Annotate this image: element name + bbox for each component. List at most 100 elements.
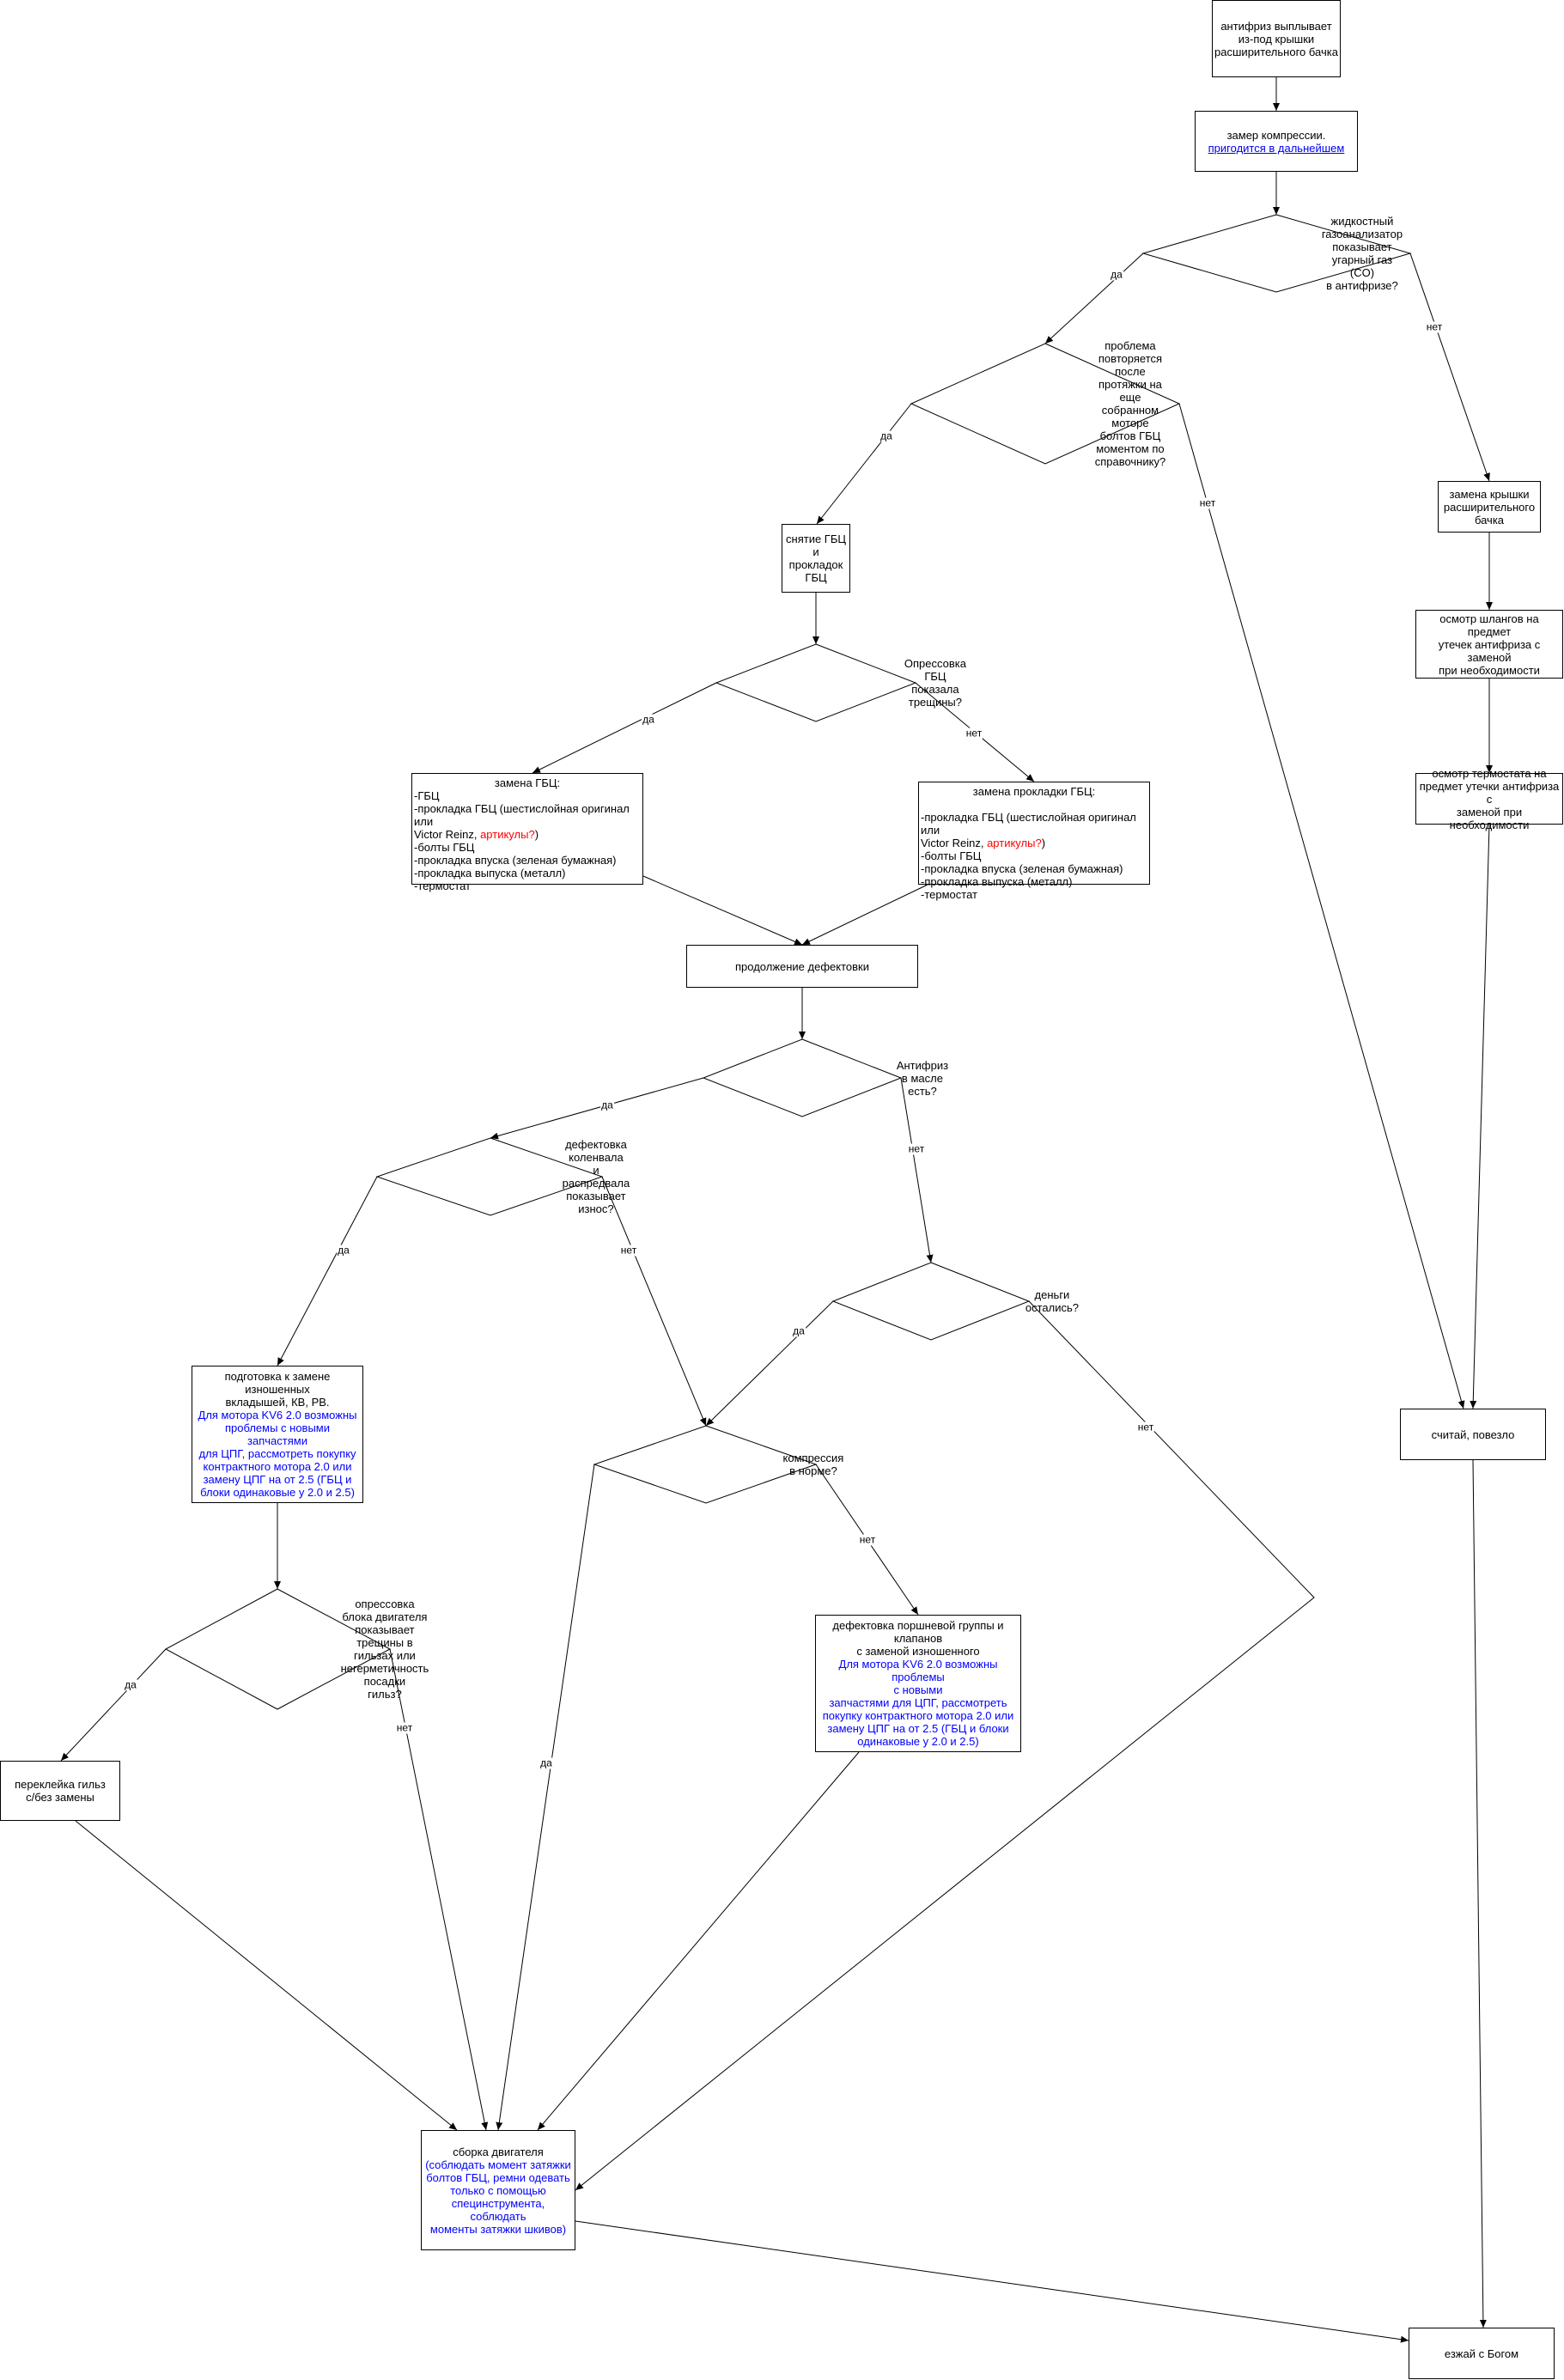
node-engine-assembly: сборка двигателя (соблюдать момент затяж…	[421, 2130, 575, 2250]
edge-d2-n6	[816, 403, 912, 525]
node-piston-inspection: дефектовка поршневой группы и клапанов с…	[815, 1615, 1021, 1752]
edge-d1-d2	[1044, 253, 1144, 344]
edge-label-d8-no: нет	[395, 1721, 414, 1734]
node-compression-test: замер компрессии. пригодится в дальнейше…	[1195, 111, 1358, 172]
node-antifreeze-leak-text: антифриз выплывает из-под крышки расшири…	[1214, 19, 1338, 58]
node-inspect-hoses-text: осмотр шлангов на предмет утечек антифри…	[1438, 612, 1541, 677]
edge-label-d3-yes: да	[642, 713, 655, 726]
node-compression-test-link[interactable]: пригодится в дальнейшем	[1208, 141, 1345, 155]
node-replace-gasket-line: -термостат	[921, 888, 977, 901]
edge-label-d1-no: нет	[1425, 320, 1444, 333]
decision-head-cracks-text: Опрессовка ГБЦ показала трещины?	[904, 657, 966, 709]
node-remove-head-text: снятие ГБЦ и прокладок ГБЦ	[786, 533, 846, 584]
edge-label-d5-no: нет	[619, 1244, 638, 1257]
edge-label-d5-yes: да	[337, 1244, 350, 1257]
node-replace-head-bracket: )	[534, 828, 539, 841]
edge-label-d1-yes: да	[1110, 268, 1123, 281]
decision-block-pressure-test-text: опрессовка блока двигателя показывает тр…	[340, 1598, 429, 1701]
node-replace-tank-cap-text: замена крышки расширительного бачка	[1443, 487, 1536, 527]
node-replace-gasket-bracket: )	[1041, 837, 1046, 849]
edge-n8-n9	[801, 884, 928, 946]
diamond-d3-shape	[715, 643, 917, 722]
node-replace-head-part-numbers: артикулы?	[480, 828, 535, 841]
node-antifreeze-leak: антифриз выплывает из-под крышки расшири…	[1212, 0, 1341, 77]
diamond-d2-shape	[910, 343, 1181, 465]
edge-d6-n14	[575, 1300, 1315, 2191]
decision-antifreeze-in-oil-text: Антифриз в масле есть?	[896, 1058, 949, 1098]
edge-d4-d5	[490, 1077, 704, 1140]
diamond-d7-shape	[593, 1425, 818, 1504]
decision-money-left-text: деньги остались?	[1025, 1288, 1079, 1314]
diamond-d8-shape	[164, 1588, 392, 1710]
node-piston-inspection-note: Для мотора KV6 2.0 возможны проблемы с н…	[822, 1658, 1014, 1748]
edge-n12-n14	[537, 1751, 860, 2131]
edge-label-d2-no: нет	[1198, 496, 1217, 509]
node-replace-head-line: -термостат	[414, 880, 471, 892]
node-replace-head-line: -ГБЦ	[414, 789, 440, 802]
decision-block-pressure-test: опрессовка блока двигателя показывает тр…	[166, 1589, 604, 1709]
node-replace-tank-cap: замена крышки расширительного бачка	[1438, 481, 1541, 533]
decision-co-in-antifreeze: жидкостный газоанализатор показывает уга…	[1143, 215, 1564, 292]
edge-d5-n10	[277, 1176, 378, 1367]
node-inspect-hoses: осмотр шлангов на предмет утечек антифри…	[1415, 610, 1563, 679]
node-piston-inspection-text: дефектовка поршневой группы и клапанов с…	[832, 1619, 1004, 1658]
edge-d6-d7	[705, 1300, 834, 1427]
edge-label-d7-no: нет	[858, 1533, 877, 1546]
edge-d3-n7	[532, 682, 717, 774]
node-drive-with-god-text: езжай с Богом	[1444, 2347, 1519, 2360]
node-prepare-bearings-note: Для мотора KV6 2.0 возможны проблемы с н…	[198, 1409, 357, 1499]
node-engine-assembly-text: сборка двигателя	[453, 2145, 544, 2158]
edge-n7-n9	[642, 875, 803, 946]
node-replace-head-line: Victor Reinz, артикулы?)	[414, 828, 539, 841]
node-replace-head-title: замена ГБЦ:	[494, 776, 561, 789]
node-remove-head: снятие ГБЦ и прокладок ГБЦ	[782, 524, 850, 593]
edge-n5-n11	[1470, 824, 1490, 1409]
edge-d2-n11	[1178, 403, 1465, 1409]
node-inspect-thermostat-text: осмотр термостата на предмет утечки анти…	[1419, 766, 1560, 831]
node-lucky-text: считай, повезло	[1431, 1427, 1515, 1441]
decision-crank-cam-wear: дефектовка коленвала и распредвала показ…	[377, 1138, 815, 1215]
edge-label-d6-yes: да	[792, 1324, 806, 1337]
decision-compression-ok-text: компрессия в норме?	[782, 1452, 844, 1477]
node-replace-head: замена ГБЦ: -ГБЦ -прокладка ГБЦ (шестисл…	[411, 773, 643, 892]
node-replace-gasket-title: замена прокладки ГБЦ:	[972, 785, 1096, 798]
node-prepare-bearings-text: подготовка к замене изношенных вкладышей…	[224, 1370, 331, 1409]
node-replace-gasket-line: Victor Reinz, артикулы?)	[921, 837, 1045, 849]
node-replace-gasket-line: -болты ГБЦ	[921, 849, 982, 862]
edge-n14-n15	[575, 2220, 1409, 2343]
decision-co-in-antifreeze-text: жидкостный газоанализатор показывает уга…	[1321, 215, 1403, 292]
node-continue-inspection: продолжение дефектовки	[686, 945, 918, 988]
edge-d8-n13	[60, 1648, 167, 1762]
edge-d5-d7	[601, 1176, 707, 1427]
decision-head-cracks: Опрессовка ГБЦ показала трещины?	[716, 644, 1154, 721]
edge-label-d7-yes: да	[539, 1756, 553, 1769]
edge-label-d3-no: нет	[965, 727, 983, 740]
node-replace-head-line: -прокладка ГБЦ (шестислойная оригинал ил…	[414, 802, 630, 828]
node-compression-test-text: замер компрессии.	[1226, 128, 1326, 142]
node-replace-head-line: -прокладка выпуска (металл)	[414, 867, 566, 880]
node-replace-gasket-line: -прокладка ГБЦ (шестислойная оригинал ил…	[921, 811, 1136, 837]
decision-crank-cam-wear-text: дефектовка коленвала и распредвала показ…	[562, 1138, 630, 1215]
diamond-d6-shape	[831, 1262, 1031, 1341]
edge-label-d4-yes: да	[600, 1099, 614, 1111]
decision-money-left: деньги остались?	[833, 1263, 1271, 1340]
node-reglue-liners-text: переклейка гильз с/без замены	[15, 1778, 106, 1804]
edge-n13-n14	[75, 1820, 458, 2131]
node-replace-head-brand: Victor Reinz,	[414, 828, 481, 841]
node-inspect-thermostat: осмотр термостата на предмет утечки анти…	[1415, 767, 1563, 831]
decision-problem-repeats: проблема повторяется после протяжки на е…	[911, 339, 1349, 468]
node-replace-gasket-brand: Victor Reinz,	[921, 837, 988, 849]
node-replace-head-line: -прокладка впуска (зеленая бумажная)	[414, 854, 617, 867]
edge-d7-n14	[496, 1464, 595, 2131]
edge-d4-d6	[900, 1077, 934, 1263]
node-reglue-liners: переклейка гильз с/без замены	[0, 1761, 120, 1821]
node-prepare-bearings: подготовка к замене изношенных вкладышей…	[192, 1366, 363, 1503]
edge-d1-n3	[1409, 253, 1490, 482]
diamond-d4-shape	[702, 1038, 903, 1117]
decision-problem-repeats-text: проблема повторяется после протяжки на е…	[1094, 339, 1166, 468]
edge-label-d6-no: нет	[1136, 1421, 1155, 1433]
edge-n11-n15	[1472, 1459, 1487, 2328]
node-replace-gasket: замена прокладки ГБЦ: ​ -прокладка ГБЦ (…	[918, 782, 1150, 901]
